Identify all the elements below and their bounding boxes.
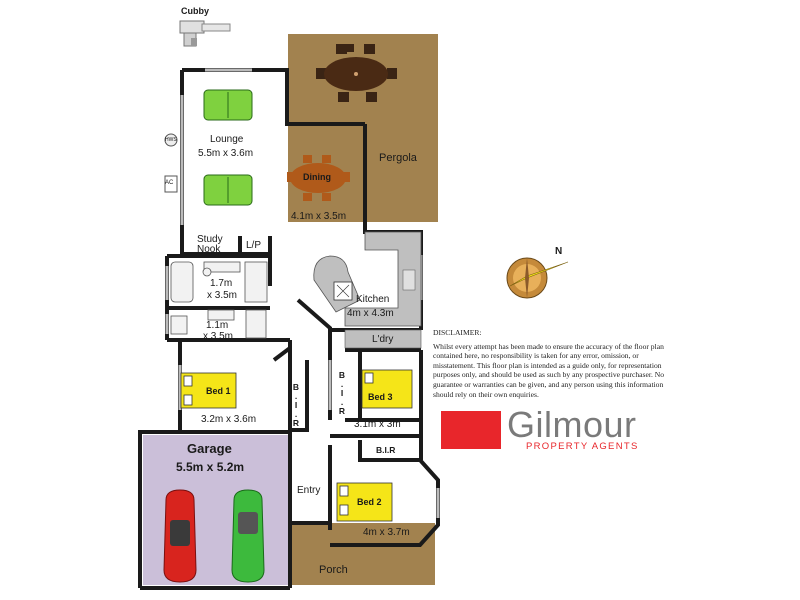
cubby-label: Cubby — [181, 6, 209, 16]
dining-table — [287, 155, 350, 201]
kitchen-size: 4m x 4.3m — [347, 308, 394, 319]
outdoor-table — [316, 44, 397, 102]
laundry-label: L'dry — [372, 334, 394, 345]
laundry-bench — [344, 329, 422, 349]
study-label-2: Nook — [197, 244, 221, 255]
bed1-size: 3.2m x 3.6m — [201, 414, 257, 425]
bir2-label: B.I.R — [337, 370, 347, 415]
bath-size-1: 1.7m — [210, 278, 233, 289]
car-red — [163, 489, 197, 583]
pergola-label: Pergola — [379, 152, 417, 164]
bed2-label: Bed 2 — [357, 497, 382, 507]
brand-name: Gilmour — [507, 404, 637, 445]
kitchen-label: Kitchen — [356, 294, 390, 305]
cubby — [179, 20, 231, 47]
brand-logo-mark — [441, 411, 501, 449]
bir3-label: B.I.R — [376, 445, 396, 455]
bath-size-2: x 3.5m — [207, 290, 238, 301]
disclaimer-body: Whilst every attempt has been made to en… — [433, 341, 665, 399]
disclaimer-block: DISCLAIMER: Whilst every attempt has bee… — [433, 328, 673, 399]
ac-unit — [164, 175, 178, 193]
bath-fixtures — [170, 261, 268, 339]
bed3-size: 3.1m x 3m — [354, 419, 401, 430]
compass-rose — [506, 257, 569, 299]
brand-tagline: PROPERTY AGENTS — [526, 441, 639, 452]
bir1-label: B.I.R — [291, 382, 301, 427]
car-green — [231, 489, 265, 583]
garage-label: Garage — [187, 441, 232, 456]
kitchen-counter — [344, 231, 422, 327]
compass-north-letter: N — [555, 246, 563, 257]
beds — [180, 369, 413, 522]
lounge-sofas — [203, 89, 253, 206]
ac-label: AC — [165, 180, 174, 186]
ensuite-size-1: 1.1m — [206, 320, 229, 331]
dining-size: 4.1m x 3.5m — [291, 211, 347, 222]
dining-label: Dining — [303, 172, 331, 182]
kitchen-island — [313, 255, 361, 313]
bed1-label: Bed 1 — [206, 386, 231, 396]
garage-size: 5.5m x 5.2m — [176, 460, 245, 474]
disclaimer-title: DISCLAIMER: — [433, 328, 482, 337]
ensuite-size-2: x 3.5m — [203, 331, 234, 342]
lp-label: L/P — [246, 240, 262, 251]
porch-label: Porch — [319, 564, 348, 576]
bed3-label: Bed 3 — [368, 392, 393, 402]
porch-deck — [290, 523, 435, 585]
hws-label: HWS — [165, 137, 177, 143]
lounge-size: 5.5m x 3.6m — [198, 148, 254, 159]
bed2-size: 4m x 3.7m — [363, 527, 410, 538]
hws-unit — [164, 133, 178, 147]
entry-label: Entry — [297, 485, 321, 496]
lounge-label: Lounge — [210, 134, 244, 145]
study-label-1: Study — [197, 234, 223, 245]
